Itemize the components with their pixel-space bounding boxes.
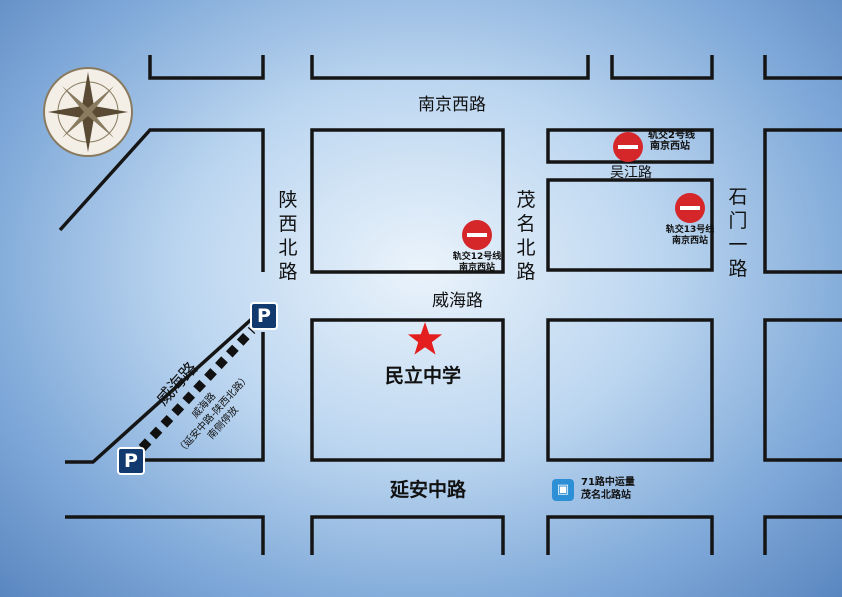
char: 路 bbox=[728, 258, 748, 280]
char: 石 bbox=[728, 186, 748, 208]
char: 茂 bbox=[516, 189, 536, 211]
metro-station-line12: 轨交12号线 南京西站 bbox=[437, 220, 517, 274]
char: 一 bbox=[728, 234, 748, 256]
star-icon bbox=[407, 322, 443, 355]
bus-stop-label: 71路中运量 茂名北路站 bbox=[581, 476, 635, 502]
parking-icon-south: P bbox=[117, 447, 145, 475]
metro-icon bbox=[675, 193, 705, 223]
road-label-yanan-middle: 延安中路 bbox=[390, 479, 467, 501]
compass-rose-icon bbox=[43, 67, 133, 157]
metro-station: 南京西站 bbox=[458, 263, 495, 273]
char: 西 bbox=[278, 213, 298, 235]
road-label-shimen-1: 石门一路 bbox=[727, 185, 749, 281]
parking-icon-north: P bbox=[250, 302, 278, 330]
metro-icon bbox=[613, 132, 643, 162]
road-label-shaanxi-north: 陕西北路 bbox=[277, 188, 299, 284]
metro-station: 南京西站 bbox=[650, 141, 690, 152]
destination-name: 民立中学 bbox=[385, 365, 462, 387]
road-label-nanjing-west: 南京西路 bbox=[418, 95, 486, 115]
char: 北 bbox=[278, 237, 298, 259]
metro-station-line13: 轨交13号线 南京西站 bbox=[650, 193, 730, 247]
metro-icon bbox=[462, 220, 492, 250]
road-label-maoming-north: 茂名北路 bbox=[515, 188, 537, 284]
road-label-weihai: 威海路 bbox=[432, 291, 483, 311]
metro-station: 南京西站 bbox=[671, 236, 708, 246]
char: 路 bbox=[516, 261, 536, 283]
char: 北 bbox=[516, 237, 536, 259]
bus-icon: ▣ bbox=[552, 479, 574, 501]
metro-line: 轨交13号线 bbox=[665, 225, 715, 235]
char: 路 bbox=[278, 261, 298, 283]
char: 门 bbox=[728, 210, 748, 232]
char: 陕 bbox=[278, 189, 298, 211]
road-label-wujiang: 吴江路 bbox=[610, 165, 652, 181]
bus-line: 71路中运量 bbox=[581, 477, 635, 488]
char: 名 bbox=[516, 213, 536, 235]
metro-station-line2: 轨交2号线 南京西站 bbox=[588, 130, 708, 162]
metro-line: 轨交12号线 bbox=[452, 252, 502, 262]
parking-lane bbox=[138, 326, 256, 452]
bus-station: 茂名北路站 bbox=[581, 490, 631, 501]
metro-line: 轨交2号线 bbox=[648, 130, 695, 141]
